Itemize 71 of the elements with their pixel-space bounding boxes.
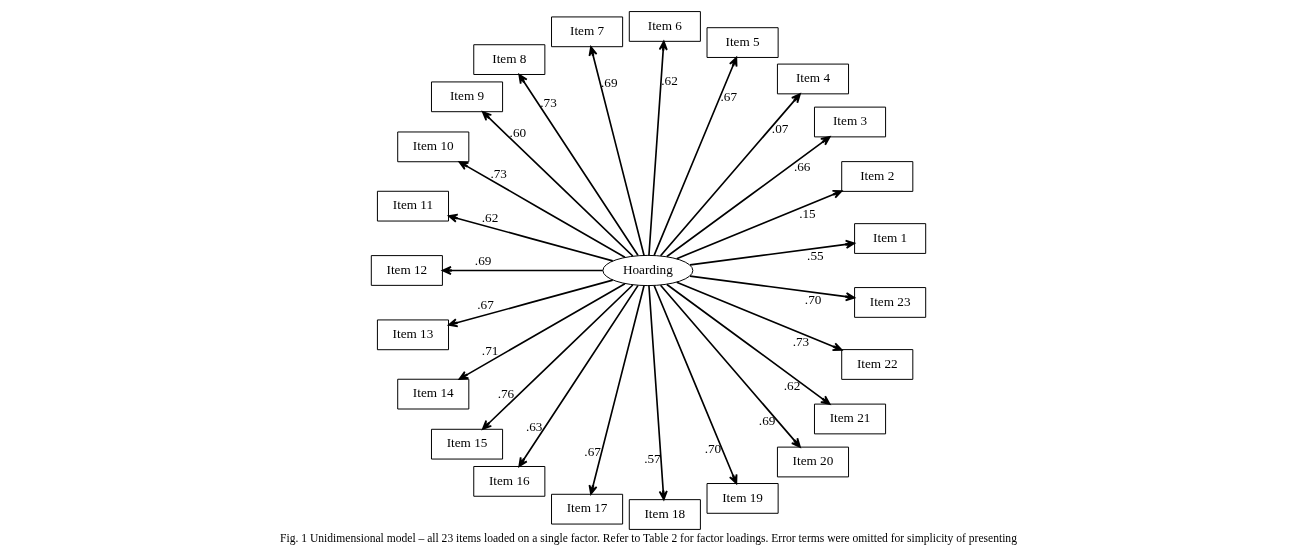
- arrow: [517, 73, 639, 257]
- node-box: Item 17: [550, 493, 623, 525]
- edge-label: .73: [539, 94, 557, 110]
- node-box: Item 12: [370, 255, 443, 286]
- arrow: [647, 284, 668, 501]
- edge-label: .60: [509, 124, 526, 140]
- edge-label: .57: [643, 450, 661, 466]
- arrow: [688, 239, 855, 266]
- arrow: [675, 281, 842, 351]
- node-box: Item 11: [376, 190, 449, 222]
- arrow: [441, 265, 604, 276]
- edge-label: .70: [804, 292, 821, 308]
- node-box: Item 6: [628, 11, 701, 42]
- edge-label: .07: [771, 121, 788, 137]
- edge-label: .69: [758, 413, 775, 429]
- node-box: Item 18: [628, 499, 701, 530]
- node-box: Item 1: [853, 223, 926, 254]
- node-box: Item 9: [430, 81, 503, 113]
- edge-label: .69: [600, 75, 618, 91]
- node-box: Item 3: [813, 106, 886, 138]
- arrow: [447, 279, 614, 328]
- node-box: Item 2: [840, 161, 913, 192]
- arrow: [659, 93, 801, 257]
- edge-label: .62: [660, 73, 678, 89]
- arrow: [481, 284, 634, 430]
- edge-label: .62: [783, 378, 800, 394]
- arrow: [652, 56, 737, 256]
- arrow: [588, 46, 645, 257]
- node-box: Item 19: [706, 483, 779, 514]
- edge-label: .62: [481, 209, 498, 225]
- arrow: [675, 190, 842, 260]
- node-box: Item 16: [472, 466, 545, 497]
- node-box: Item 13: [376, 319, 449, 351]
- arrow: [458, 161, 626, 259]
- node-box: Item 10: [396, 131, 469, 163]
- arrow: [665, 136, 831, 258]
- node-box: Item 22: [840, 349, 913, 380]
- edge-label: .63: [525, 418, 542, 434]
- edge-label: .73: [792, 333, 809, 349]
- arrow: [588, 284, 645, 495]
- edge-label: .66: [793, 158, 810, 174]
- edge-label: .70: [704, 440, 721, 456]
- arrow: [458, 282, 626, 380]
- node-ellipse: Hoarding: [601, 254, 693, 287]
- node-box: Item 23: [853, 287, 926, 318]
- node-box: Item 5: [706, 27, 779, 58]
- arrow: [481, 111, 634, 257]
- edge-label: .67: [583, 443, 601, 459]
- arrow: [652, 284, 737, 485]
- node-box: Item 8: [472, 44, 545, 75]
- edge-label: .67: [476, 297, 494, 313]
- edge-label: .71: [481, 342, 498, 358]
- arrow: [665, 283, 831, 405]
- node-box: Item 20: [776, 446, 849, 478]
- edge-label: .69: [474, 253, 491, 269]
- node-box: Item 7: [550, 16, 623, 48]
- arrow: [647, 40, 668, 257]
- arrow: [517, 284, 639, 468]
- node-box: Item 15: [430, 428, 503, 460]
- arrow: [447, 213, 614, 262]
- node-box: Item 14: [396, 378, 469, 410]
- edge-label: .67: [720, 89, 737, 105]
- edge-label: .73: [489, 165, 507, 181]
- edge-label: .55: [806, 248, 824, 264]
- arrow: [659, 284, 801, 448]
- edge-label: .15: [798, 205, 816, 221]
- node-box: Item 21: [813, 403, 886, 435]
- caption: Fig. 1 Unidimensional model – all 23 items loaded on a single factor. Refer to Table 2 for factor loadings. Error terms were omitted for simplicity of presenting: [279, 531, 1017, 545]
- arrow: [688, 275, 855, 302]
- node-box: Item 4: [776, 63, 849, 95]
- edge-label: .76: [497, 386, 514, 402]
